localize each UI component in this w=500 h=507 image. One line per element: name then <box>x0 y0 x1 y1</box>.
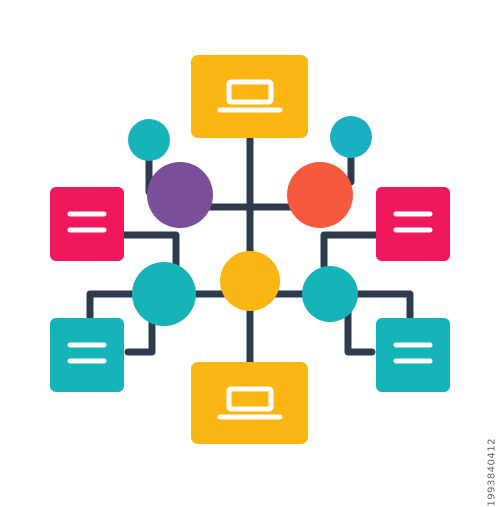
circle-small-left <box>128 119 170 161</box>
laptop-icon <box>217 79 283 113</box>
lines-icon <box>67 342 107 364</box>
circle-teal-right <box>302 266 358 322</box>
circle-small-right <box>330 116 372 158</box>
laptop-box-top <box>191 55 308 138</box>
doc-box-teal-right <box>376 318 450 392</box>
doc-box-teal-left <box>50 318 124 392</box>
watermark-id: 1993840412 <box>487 438 498 507</box>
circle-teal-left <box>132 262 196 326</box>
connectors <box>86 133 414 366</box>
doc-box-pink-right <box>376 187 450 261</box>
hub-center <box>220 251 280 311</box>
lines-icon <box>393 211 433 233</box>
connector-pink-left <box>120 231 180 270</box>
circle-purple <box>147 162 213 228</box>
doc-box-pink-left <box>50 187 124 261</box>
connector-teal-right-b <box>344 306 376 356</box>
laptop-box-bottom <box>191 362 308 444</box>
connector-teal-left <box>86 290 138 322</box>
connector-pink-right <box>320 231 380 270</box>
lines-icon <box>67 211 107 233</box>
laptop-icon <box>217 386 283 420</box>
connector-teal-left-b <box>124 306 156 356</box>
connector-teal-right <box>354 290 414 322</box>
circle-orange <box>287 162 353 228</box>
lines-icon <box>393 342 433 364</box>
